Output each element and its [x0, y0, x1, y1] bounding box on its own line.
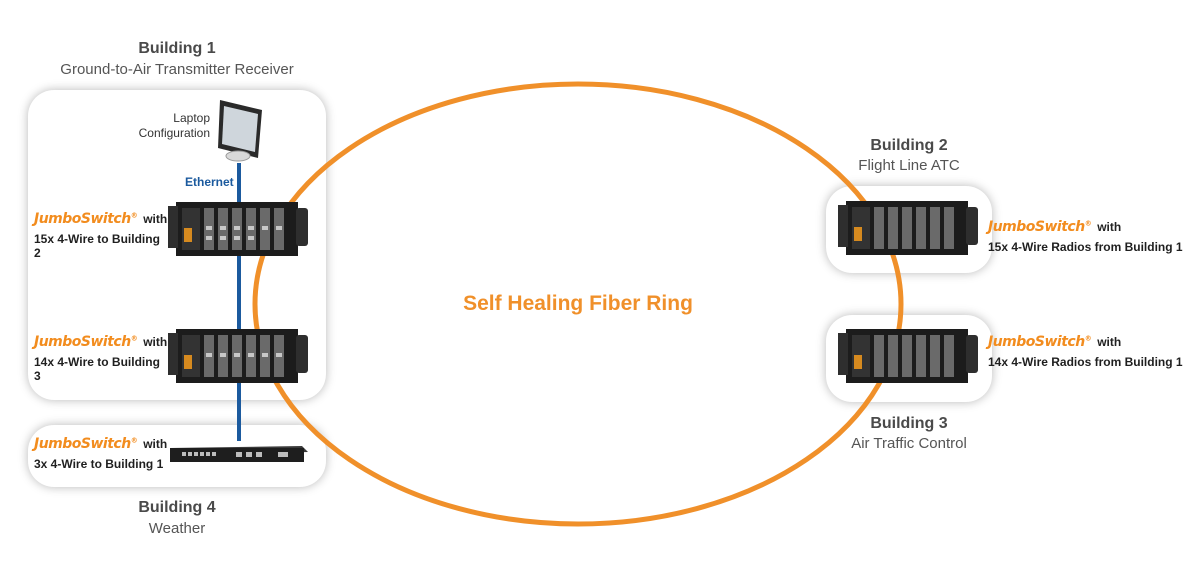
jumboswitch-chassis-1: [168, 202, 308, 256]
jumboswitch-chassis-b3: [838, 329, 978, 383]
with-text: with: [1097, 220, 1122, 234]
jumboswitch-chassis-2: [168, 329, 308, 383]
ethernet-label: Ethernet: [185, 175, 234, 189]
interconnect-line-sw2-b4: [237, 381, 241, 441]
ring-label: Self Healing Fiber Ring: [463, 292, 693, 315]
jumboswitch-logo: JumboSwitch®: [988, 334, 1092, 350]
b3-switch-label: JumboSwitch® with 14x 4-Wire Radios from …: [988, 333, 1193, 369]
ethernet-line-laptop: [237, 163, 241, 203]
building2-title: Building 2: [870, 137, 948, 154]
b4-switch-desc: 3x 4-Wire to Building 1: [34, 457, 164, 471]
building1-title: Building 1: [138, 40, 216, 57]
jumboswitch-logo: JumboSwitch®: [34, 334, 138, 350]
building4-subtitle: Weather: [148, 520, 206, 537]
building4-title: Building 4: [138, 499, 216, 516]
laptop-label-line2: Configuration: [138, 126, 210, 140]
building2-subtitle: Flight Line ATC: [858, 157, 960, 174]
laptop-icon: [218, 100, 262, 162]
jumboswitch-logo: JumboSwitch®: [988, 219, 1092, 235]
laptop-label-line1: Laptop: [173, 111, 210, 125]
b2-switch-label: JumboSwitch® with 15x 4-Wire Radios from …: [988, 218, 1193, 254]
b2-switch-desc: 15x 4-Wire Radios from Building 1: [988, 240, 1183, 254]
with-text: with: [143, 335, 168, 349]
with-text: with: [1097, 335, 1122, 349]
building1-subtitle: Ground-to-Air Transmitter Receiver: [60, 61, 294, 78]
with-text: with: [143, 212, 168, 226]
jumboswitch-logo: JumboSwitch®: [34, 211, 138, 227]
fiber-ring-ellipse: [252, 81, 904, 527]
jumboswitch-chassis-b4: [170, 446, 308, 462]
b1-switch2-desc: 14x 4-Wire to Building 3: [34, 355, 160, 383]
b4-switch-label: JumboSwitch® with 3x 4-Wire to Building 1: [34, 435, 169, 471]
b3-switch-desc: 14x 4-Wire Radios from Building 1: [988, 355, 1183, 369]
laptop-label: Laptop Configuration: [120, 111, 210, 141]
b1-switch2-label: JumboSwitch® with 14x 4-Wire to Building …: [34, 333, 169, 383]
interconnect-line-sw1-sw2: [237, 255, 241, 329]
b1-switch1-label: JumboSwitch® with 15x 4-Wire to Building …: [34, 210, 169, 260]
building3-subtitle: Air Traffic Control: [851, 435, 967, 452]
jumboswitch-chassis-b2: [838, 201, 978, 255]
jumboswitch-logo: JumboSwitch®: [34, 436, 138, 452]
b1-switch1-desc: 15x 4-Wire to Building 2: [34, 232, 160, 260]
building3-title: Building 3: [870, 415, 948, 432]
with-text: with: [143, 437, 168, 451]
